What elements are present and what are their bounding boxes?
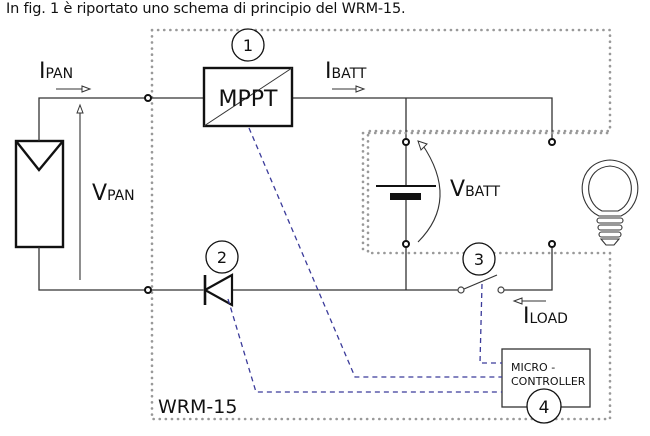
iload-arrowhead <box>512 297 523 305</box>
wire-mppt-out <box>292 97 553 142</box>
mppt-block: MPPT <box>202 66 294 128</box>
terminal-node <box>548 240 556 248</box>
figure-caption: In fig. 1 è riportato uno schema di prin… <box>6 1 406 17</box>
control-line-switch <box>479 283 502 364</box>
iload-label: ILOAD <box>523 304 568 329</box>
callout-2: 2 <box>205 240 239 274</box>
vbatt-arrowhead <box>417 140 428 151</box>
terminal-node <box>548 138 556 146</box>
wire-load-return <box>501 244 553 291</box>
callout-3: 3 <box>462 242 496 276</box>
battery-boundary <box>361 131 610 255</box>
vbatt-arrow <box>417 143 441 243</box>
solar-panel <box>14 139 65 249</box>
terminal-node <box>402 240 410 248</box>
svg-text:3: 3 <box>474 250 484 269</box>
mppt-label: MPPT <box>219 87 279 112</box>
control-line-mppt <box>248 127 502 378</box>
terminal-node <box>144 94 152 102</box>
device-name-label: WRM-15 <box>158 396 237 418</box>
svg-text:4: 4 <box>539 398 550 418</box>
terminal-node <box>402 138 410 146</box>
vbatt-label: VBATT <box>450 177 500 202</box>
ibatt-label: IBATT <box>325 59 367 84</box>
svg-text:2: 2 <box>217 248 227 267</box>
wire-top-left <box>38 97 148 141</box>
micro-label-line2: CONTROLLER <box>511 375 586 388</box>
control-line-diode <box>227 298 502 393</box>
vpan-arrowhead <box>76 103 84 114</box>
load-switch <box>457 274 505 294</box>
ibatt-arrowhead <box>355 85 366 93</box>
diode-icon <box>202 273 234 307</box>
callout-1: 1 <box>231 28 265 62</box>
battery-icon <box>376 185 436 200</box>
callout-4: 4 <box>526 388 562 424</box>
terminal-node <box>144 286 152 294</box>
lightbulb-icon <box>581 159 639 246</box>
svg-text:1: 1 <box>243 36 253 55</box>
vpan-label: VPAN <box>92 181 135 206</box>
ipan-arrowhead <box>81 85 92 93</box>
ipan-label: IPAN <box>39 59 73 84</box>
wire-bottom-left <box>38 247 148 291</box>
micro-label-line1: MICRO - <box>511 361 555 374</box>
